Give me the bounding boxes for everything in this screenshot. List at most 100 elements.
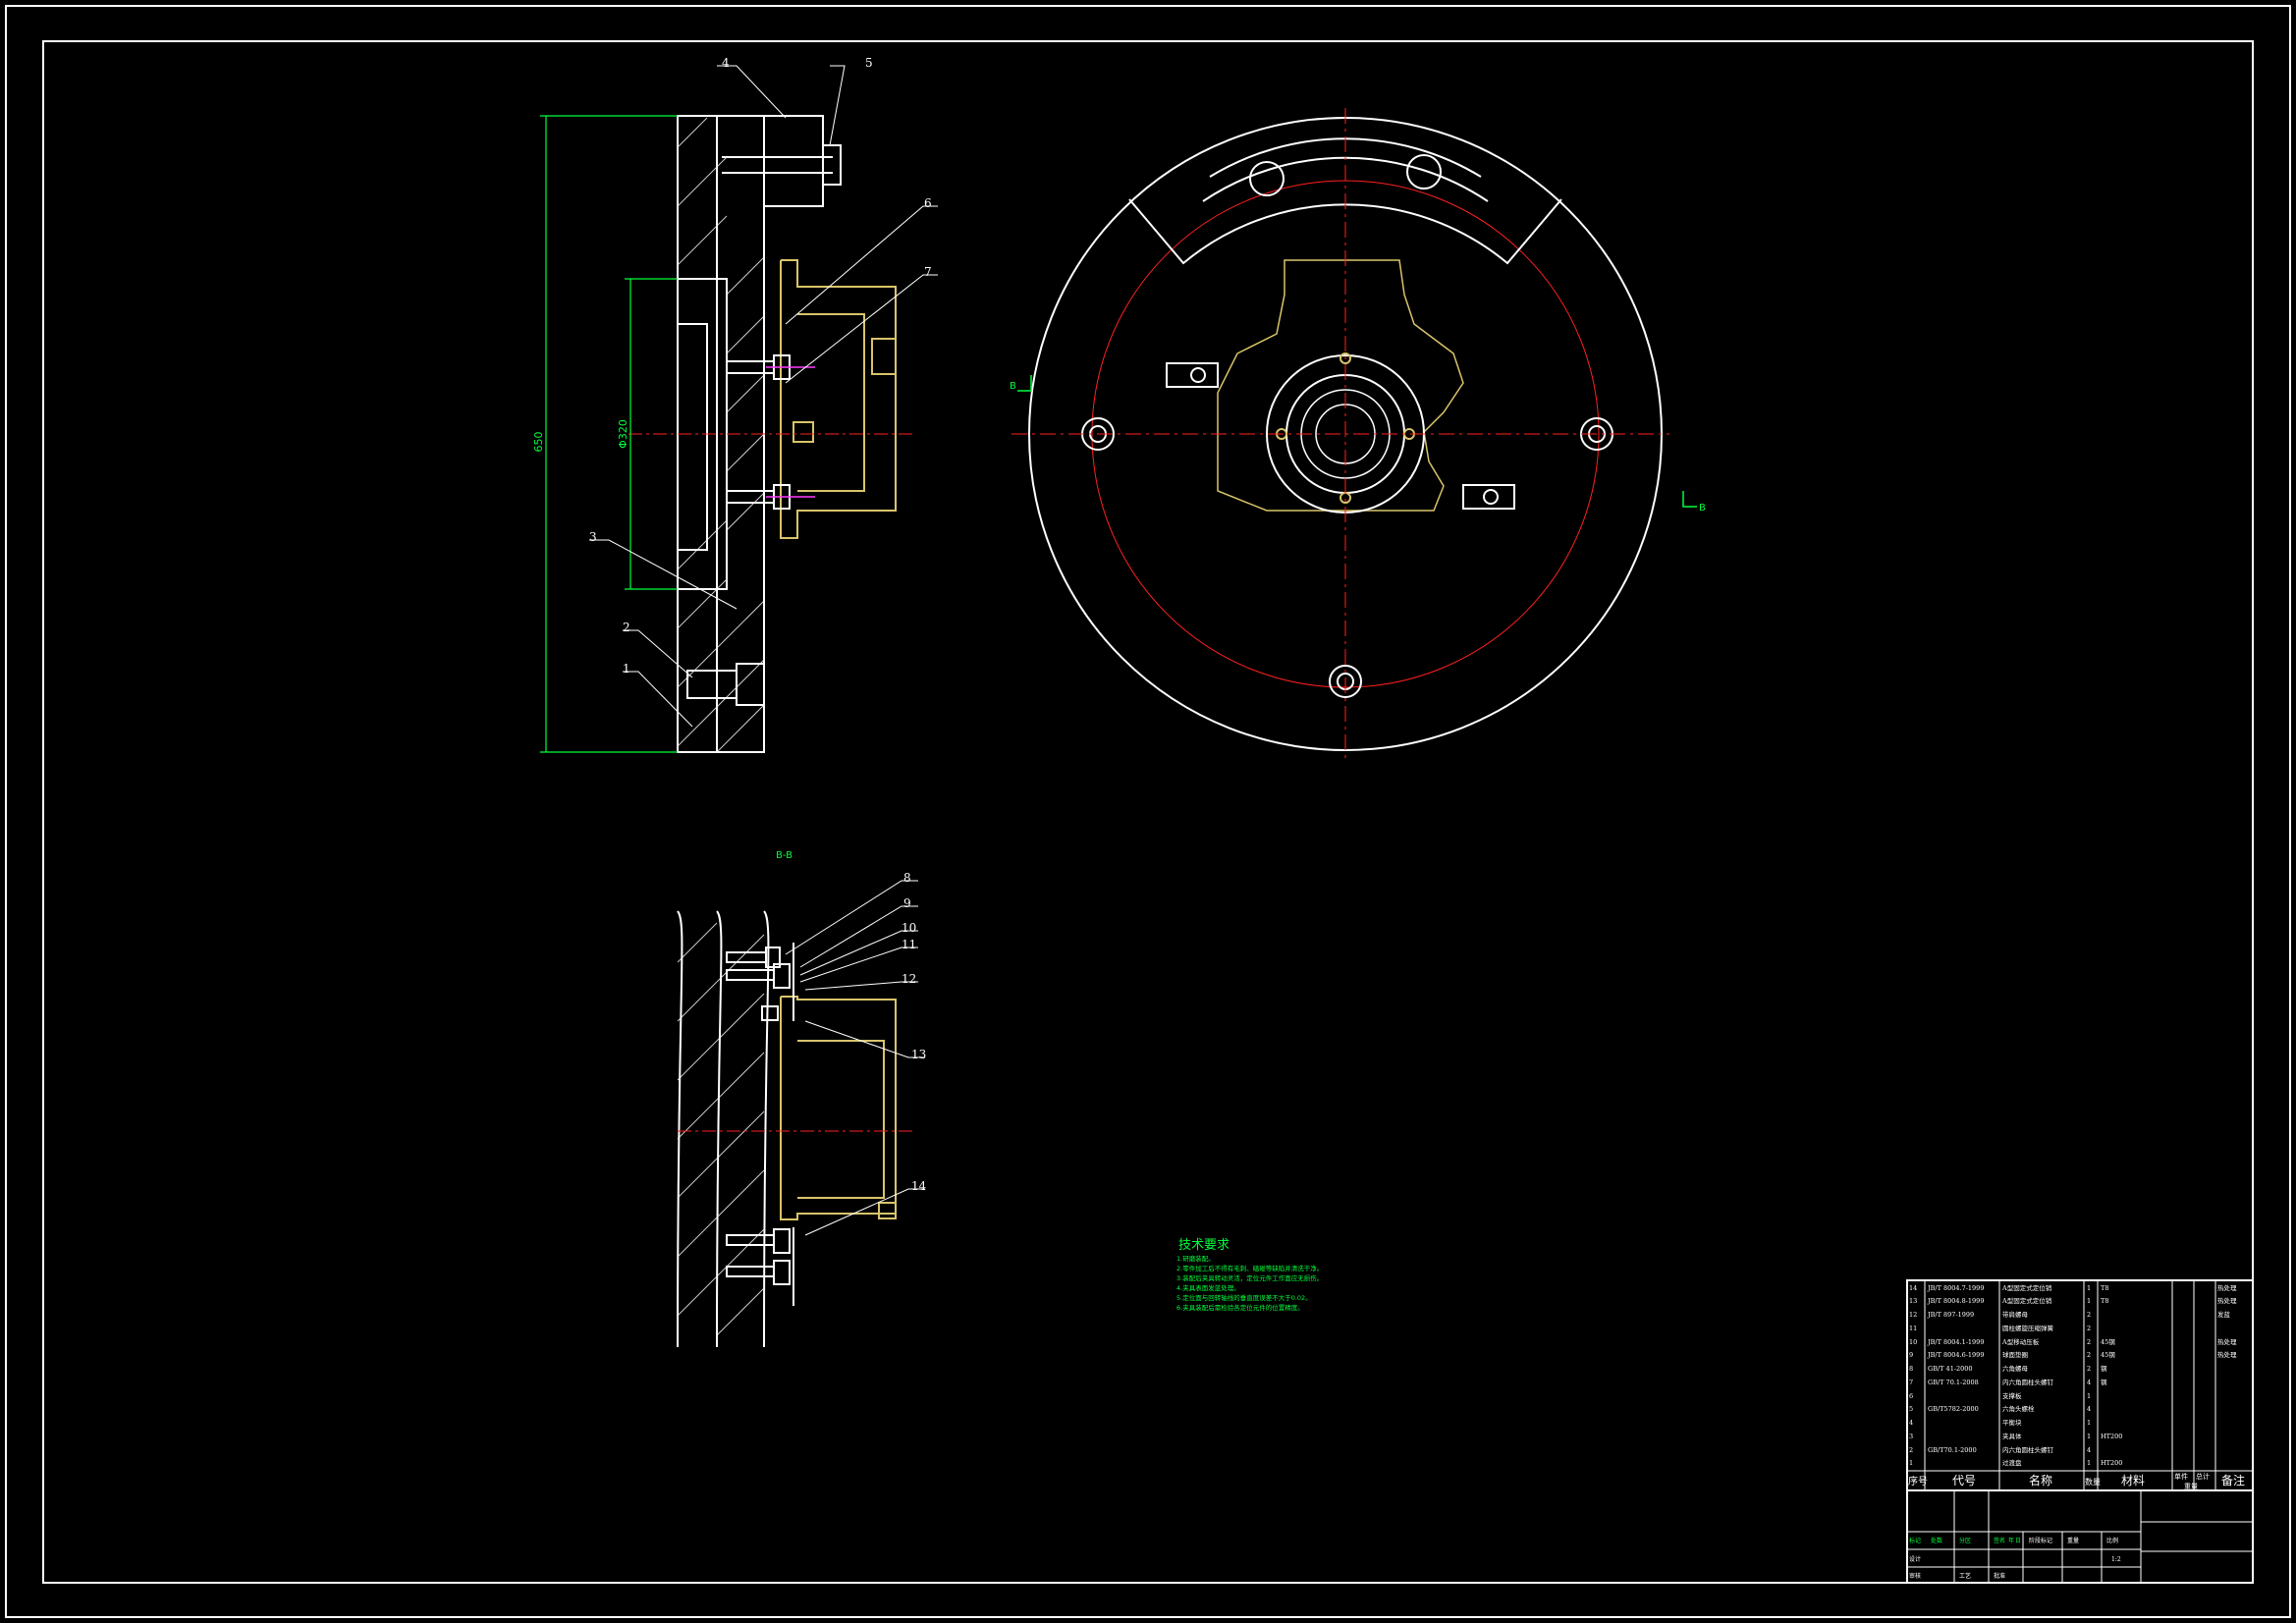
bom-no: 4 bbox=[1909, 1419, 1913, 1427]
bom-header-single: 单件 bbox=[2174, 1472, 2188, 1481]
bom-header-weight: 重量 bbox=[2184, 1483, 2198, 1490]
tb-scale: 1:2 bbox=[2111, 1556, 2121, 1563]
bom-qty: 1 bbox=[2087, 1392, 2091, 1400]
bom-name: 六角螺母 bbox=[2002, 1364, 2029, 1373]
tech-req-line: 3.装配后夹具转动灵活，定位元件工作面应无损伤。 bbox=[1176, 1273, 1323, 1282]
bom-code: JB/T 8004.7-1999 bbox=[1927, 1284, 1984, 1292]
tb-process: 工艺 bbox=[1959, 1572, 1971, 1580]
bom-table bbox=[1906, 1279, 2254, 1584]
bom-row: 6 支撑板 1 bbox=[1909, 1391, 2091, 1400]
bom-row: 10 JB/T 8004.1-1999 A型移动压板 2 45钢 热处理 bbox=[1909, 1337, 2237, 1346]
bom-note: 热处理 bbox=[2217, 1337, 2237, 1346]
item-label-13: 13 bbox=[911, 1048, 926, 1061]
bom-header-qty: 数量 bbox=[2085, 1477, 2101, 1487]
bom-no: 12 bbox=[1909, 1311, 1917, 1319]
section-mark-left: B bbox=[1010, 381, 1016, 392]
bom-name: 过渡盘 bbox=[2002, 1458, 2022, 1467]
bom-no: 3 bbox=[1909, 1433, 1913, 1440]
bom-qty: 2 bbox=[2087, 1325, 2091, 1332]
item-label-11: 11 bbox=[902, 938, 916, 951]
tb-day: 日 bbox=[2015, 1538, 2021, 1544]
bom-row: 9 JB/T 8004.6-1999 球面垫圈 2 45钢 热处理 bbox=[1909, 1350, 2237, 1359]
tb-year: 年 bbox=[2008, 1537, 2014, 1544]
bom-row: 4 平衡块 1 bbox=[1909, 1418, 2091, 1427]
tb-count: 处数 bbox=[1931, 1537, 1942, 1544]
tb-approve: 批准 bbox=[1994, 1572, 2005, 1580]
bom-material: T8 bbox=[2101, 1284, 2108, 1292]
tb-ratio: 比例 bbox=[2106, 1537, 2118, 1544]
outer-border bbox=[5, 5, 2291, 1618]
bom-qty: 4 bbox=[2087, 1405, 2091, 1413]
item-label-10: 10 bbox=[902, 921, 916, 935]
bom-note: 热处理 bbox=[2217, 1296, 2237, 1305]
bom-name: A型固定式定位销 bbox=[2001, 1296, 2052, 1305]
bom-name: 圆柱螺旋压缩弹簧 bbox=[2002, 1324, 2054, 1332]
tech-req-line: 4.夹具表面发蓝处理。 bbox=[1176, 1283, 1240, 1292]
bom-row: 11 圆柱螺旋压缩弹簧 2 bbox=[1909, 1324, 2091, 1332]
bom-row: 7 GB/T 70.1-2008 内六角圆柱头螺钉 4 钢 bbox=[1909, 1378, 2107, 1386]
bom-name: 六角头螺栓 bbox=[2002, 1404, 2035, 1413]
technical-requirements: 技术要求 1.研磨装配。 2.零件加工后不得有毛刺、磕碰等缺陷并清洗干净。 3.… bbox=[1176, 1238, 1323, 1312]
bom-code: GB/T 41-2000 bbox=[1928, 1365, 1973, 1373]
tb-mark: 标记 bbox=[1909, 1537, 1921, 1544]
bom-material: 45钢 bbox=[2101, 1338, 2115, 1346]
bom-name: 内六角圆柱头螺钉 bbox=[2002, 1378, 2054, 1386]
bom-no: 10 bbox=[1909, 1338, 1917, 1346]
bom-no: 8 bbox=[1909, 1365, 1913, 1373]
bom-code: JB/T 8004.1-1999 bbox=[1927, 1338, 1984, 1346]
bom-no: 2 bbox=[1909, 1446, 1913, 1454]
bom-rows: 14 JB/T 8004.7-1999 A型固定式定位销 1 T8 热处理 13… bbox=[1909, 1283, 2237, 1467]
item-label-6: 6 bbox=[924, 196, 932, 210]
bom-row: 13 JB/T 8004.8-1999 A型固定式定位销 1 T8 热处理 bbox=[1909, 1296, 2237, 1305]
bom-no: 14 bbox=[1909, 1284, 1917, 1292]
tb-sign: 签名 bbox=[1994, 1537, 2005, 1544]
bom-qty: 2 bbox=[2087, 1365, 2091, 1373]
item-label-3: 3 bbox=[589, 530, 597, 544]
bom-code: JB/T 8004.8-1999 bbox=[1927, 1297, 1984, 1305]
bom-note: 热处理 bbox=[2217, 1283, 2237, 1292]
bom-name: 支撑板 bbox=[2002, 1391, 2022, 1400]
bom-name: 带肩螺母 bbox=[2002, 1310, 2029, 1319]
title-block: 标记 处数 分区 签名 年 日 设计 审核 工艺 批准 阶段标记 重量 比例 1… bbox=[1909, 1537, 2121, 1580]
tech-req-line: 5.定位面与回转轴线的垂直度误差不大于0.02。 bbox=[1176, 1293, 1312, 1302]
bom-no: 1 bbox=[1909, 1459, 1913, 1467]
item-label-9: 9 bbox=[903, 896, 911, 910]
bom-row: 1 过渡盘 1 HT200 bbox=[1909, 1458, 2122, 1467]
bom-header-total: 总计 bbox=[2196, 1472, 2210, 1481]
item-label-7: 7 bbox=[924, 265, 932, 279]
bom-row: 5 GB/T5782-2000 六角头螺栓 4 bbox=[1909, 1404, 2091, 1413]
bom-no: 11 bbox=[1909, 1325, 1917, 1332]
tech-req-title: 技术要求 bbox=[1178, 1238, 1230, 1253]
bom-material: HT200 bbox=[2101, 1459, 2122, 1467]
bom-note: 发蓝 bbox=[2217, 1310, 2231, 1319]
bom-qty: 1 bbox=[2087, 1459, 2091, 1467]
section-bb-view bbox=[677, 910, 897, 1348]
bom-name: 夹具体 bbox=[2002, 1432, 2022, 1440]
bom-no: 13 bbox=[1909, 1297, 1917, 1305]
item-label-5: 5 bbox=[865, 56, 873, 70]
bom-qty: 2 bbox=[2087, 1338, 2091, 1346]
bom-qty: 1 bbox=[2087, 1297, 2091, 1305]
item-label-4: 4 bbox=[722, 56, 730, 70]
bom-qty: 2 bbox=[2087, 1311, 2091, 1319]
item-label-2: 2 bbox=[623, 621, 630, 634]
bom-row: 2 GB/T70.1-2000 内六角圆柱头螺钉 4 bbox=[1909, 1445, 2091, 1454]
bom-code: JB/T 897-1999 bbox=[1927, 1311, 1974, 1319]
bom-header-name: 名称 bbox=[2029, 1473, 2052, 1488]
bom-no: 9 bbox=[1909, 1351, 1913, 1359]
bom-name: 平衡块 bbox=[2002, 1418, 2022, 1427]
item-label-8: 8 bbox=[903, 871, 911, 885]
bom-header-material: 材料 bbox=[2121, 1474, 2145, 1488]
bom-qty: 1 bbox=[2087, 1433, 2091, 1440]
bom-code: GB/T 70.1-2008 bbox=[1928, 1379, 1979, 1386]
bom-qty: 4 bbox=[2087, 1379, 2091, 1386]
bom-header-no: 序号 bbox=[1908, 1475, 1928, 1488]
bom-header-note: 备注 bbox=[2221, 1473, 2245, 1488]
tech-req-line: 6.夹具装配后需检验各定位元件的位置精度。 bbox=[1176, 1303, 1304, 1312]
bom-row: 3 夹具体 1 HT200 bbox=[1909, 1432, 2122, 1440]
bom-no: 5 bbox=[1909, 1405, 1913, 1413]
tech-req-line: 2.零件加工后不得有毛刺、磕碰等缺陷并清洗干净。 bbox=[1176, 1264, 1323, 1272]
tb-weight: 重量 bbox=[2067, 1537, 2079, 1544]
bom-row: 14 JB/T 8004.7-1999 A型固定式定位销 1 T8 热处理 bbox=[1909, 1283, 2237, 1292]
section-mark-right: B bbox=[1699, 503, 1706, 514]
